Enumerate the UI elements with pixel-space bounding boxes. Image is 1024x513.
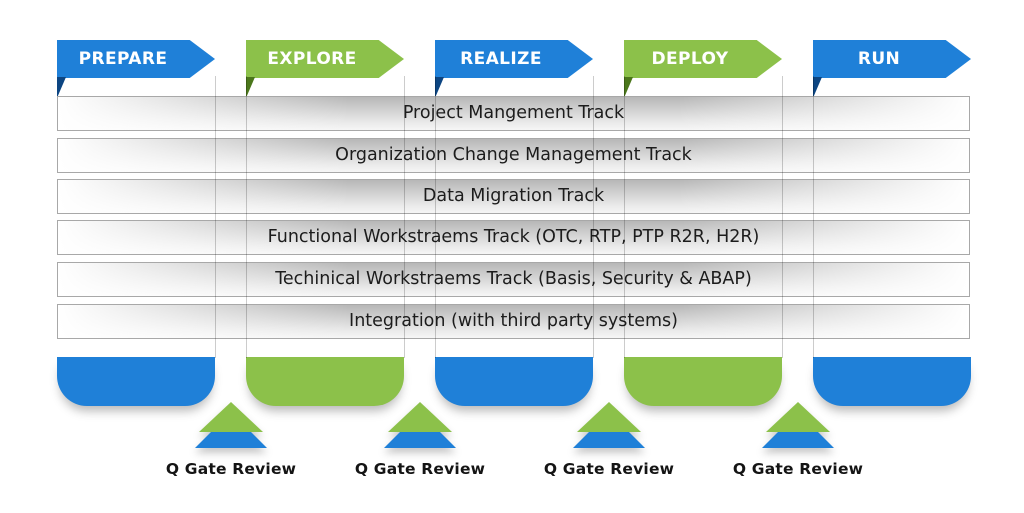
phase-banner-realize: REALIZE (435, 40, 593, 78)
phase-banner-prepare: PREPARE (57, 40, 215, 78)
q-gate-marker (762, 402, 834, 448)
track-label: Functional Workstraems Track (OTC, RTP, … (267, 227, 760, 247)
phase-base-run (813, 357, 971, 406)
track-label: Data Migration Track (422, 186, 605, 206)
banner-fold-pin (57, 77, 66, 98)
track-row-project-management: Project Mangement Track (57, 96, 970, 131)
q-gate-review-label: Q Gate Review (354, 460, 486, 478)
phase-label: PREPARE (78, 49, 168, 69)
phase-base-deploy (624, 357, 782, 406)
q-gate-marker (384, 402, 456, 448)
triangle-up-icon (766, 402, 830, 432)
column-guide-line (404, 76, 405, 358)
column-guide-line (624, 76, 625, 358)
phase-label: EXPLORE (267, 49, 357, 69)
q-gate-marker (195, 402, 267, 448)
phase-label: DEPLOY (651, 49, 729, 69)
column-guide-line (593, 76, 594, 358)
triangle-up-icon (199, 402, 263, 432)
triangle-up-icon (388, 402, 452, 432)
phase-base-prepare (57, 357, 215, 406)
banner-fold-pin (435, 77, 444, 98)
banner-fold-pin (813, 77, 822, 98)
column-guide-line (215, 76, 216, 358)
track-label: Project Mangement Track (402, 103, 625, 123)
track-row-org-change-management: Organization Change Management Track (57, 138, 970, 173)
q-gate-review-label: Q Gate Review (543, 460, 675, 478)
banner-fold-pin (624, 77, 633, 98)
phase-base-explore (246, 357, 404, 406)
phase-label: RUN (857, 49, 901, 69)
phase-banner-explore: EXPLORE (246, 40, 404, 78)
phase-label: REALIZE (460, 49, 542, 69)
triangle-up-icon (577, 402, 641, 432)
track-row-functional-workstreams: Functional Workstraems Track (OTC, RTP, … (57, 220, 970, 255)
q-gate-review-label: Q Gate Review (165, 460, 297, 478)
phase-banner-deploy: DEPLOY (624, 40, 782, 78)
banner-fold-pin (246, 77, 255, 98)
q-gate-marker (573, 402, 645, 448)
track-row-data-migration: Data Migration Track (57, 179, 970, 214)
track-row-integration: Integration (with third party systems) (57, 304, 970, 339)
column-guide-line (782, 76, 783, 358)
track-label: Techinical Workstraems Track (Basis, Sec… (275, 269, 752, 289)
track-row-technical-workstreams: Techinical Workstraems Track (Basis, Sec… (57, 262, 970, 297)
q-gate-review-label: Q Gate Review (732, 460, 864, 478)
track-label: Organization Change Management Track (335, 145, 692, 165)
column-guide-line (813, 76, 814, 358)
column-guide-line (435, 76, 436, 358)
phase-banner-run: RUN (813, 40, 971, 78)
phase-base-realize (435, 357, 593, 406)
track-label: Integration (with third party systems) (349, 311, 678, 331)
column-guide-line (246, 76, 247, 358)
